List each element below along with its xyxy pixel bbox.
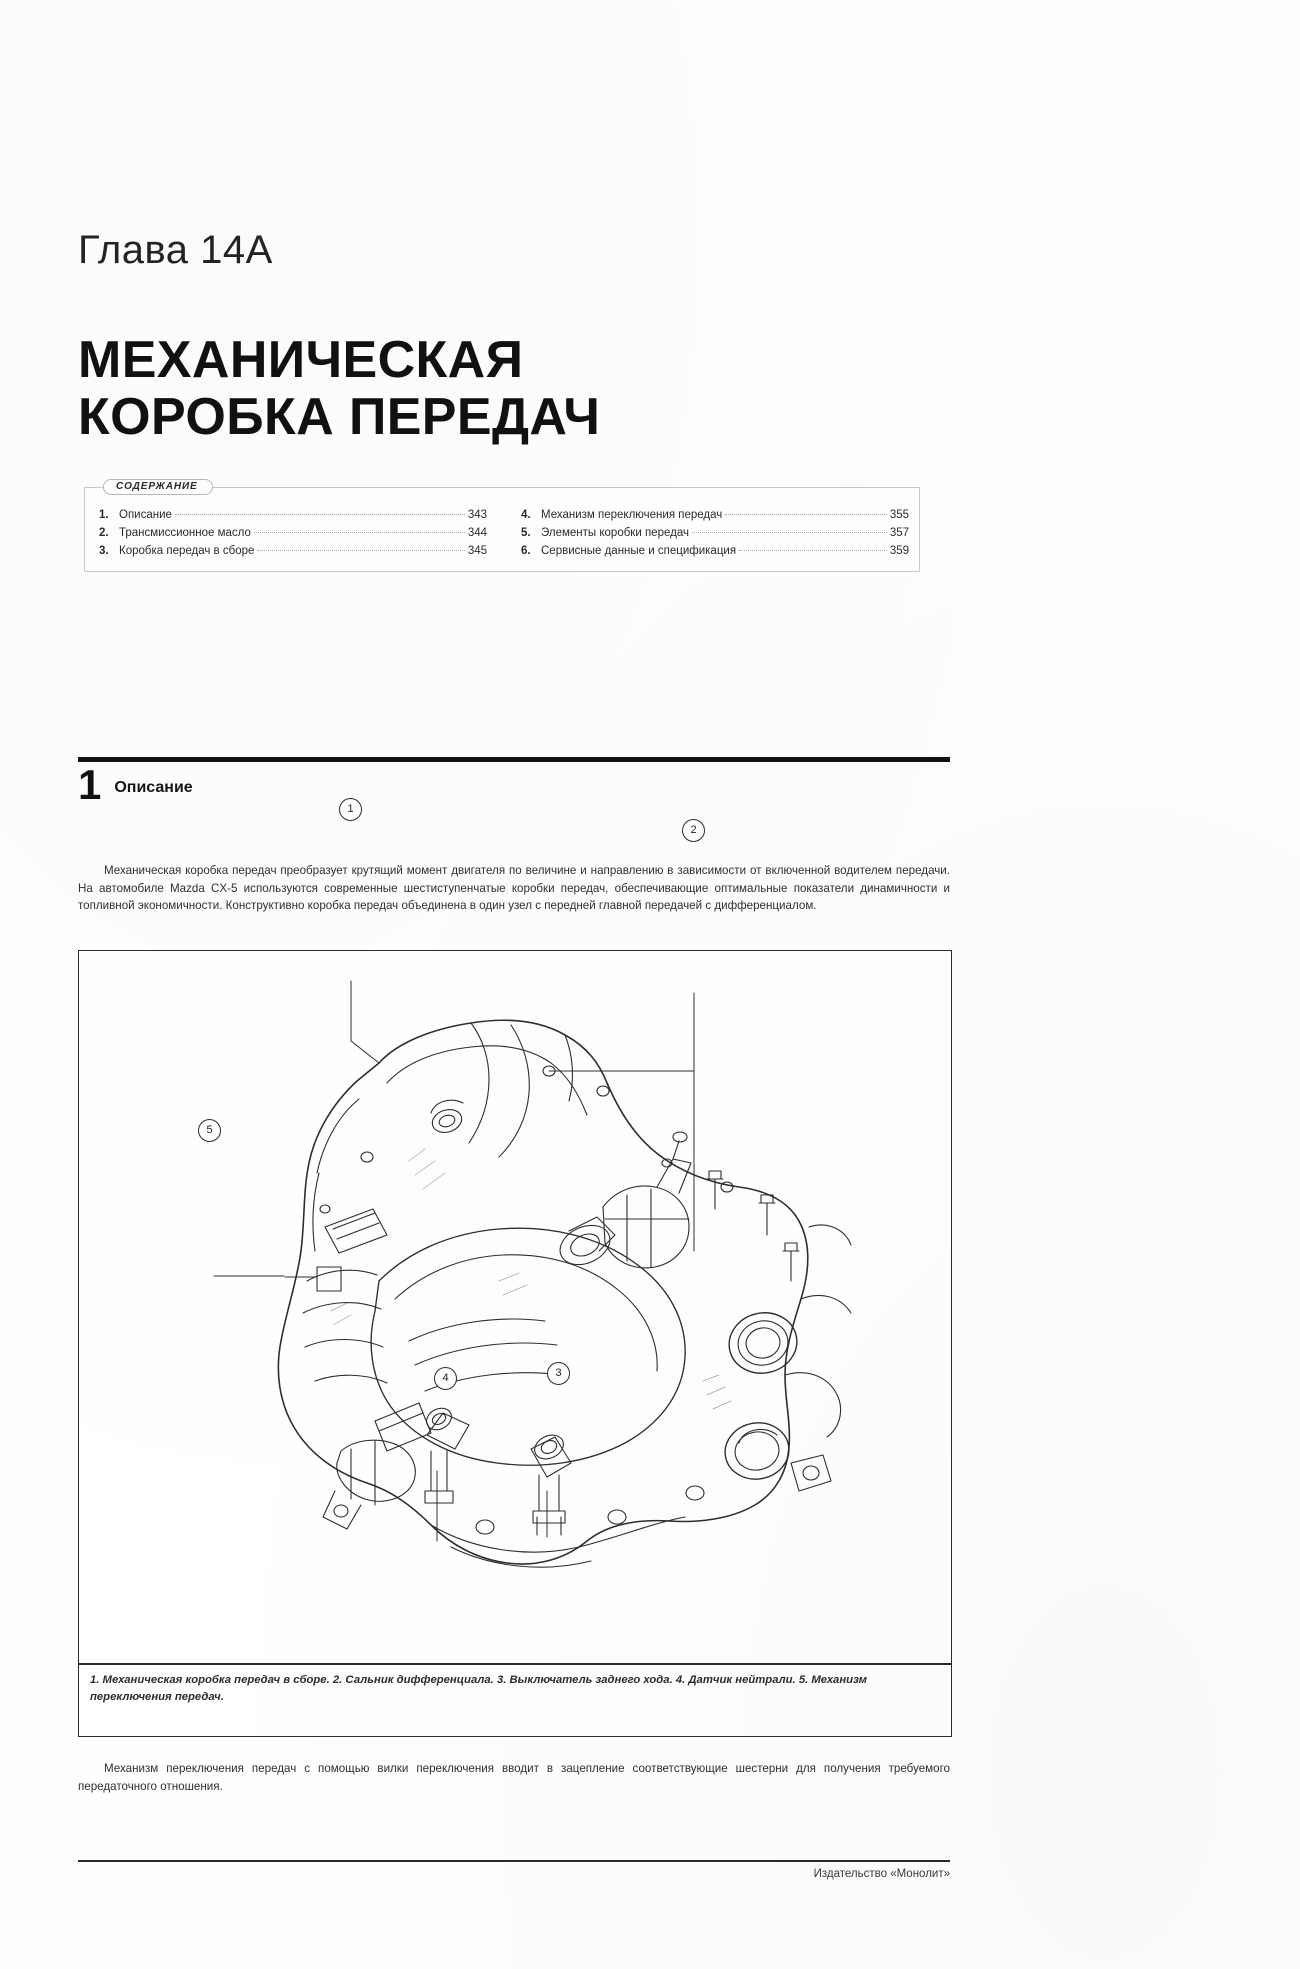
toc-entry-page: 345 — [467, 545, 487, 557]
toc-entry[interactable]: 2. Трансмиссионное масло 344 — [99, 524, 487, 542]
toc-columns: 1. Описание 343 2. Трансмиссионное масло… — [99, 506, 909, 560]
toc-leader-dots — [257, 550, 465, 551]
section-title: Описание — [114, 779, 193, 796]
toc-badge-label: СОДЕРЖАНИЕ — [103, 479, 213, 495]
figure-caption: 1. Механическая коробка передач в сборе.… — [90, 1674, 868, 1703]
toc-entry-label: Сервисные данные и спецификация — [541, 545, 737, 557]
toc-entry[interactable]: 4. Механизм переключения передач 355 — [521, 506, 909, 524]
toc-entry-number: 3. — [99, 545, 109, 557]
figure-callout-4: 4 — [434, 1367, 457, 1390]
toc-entry-number: 1. — [99, 509, 109, 521]
figure-transmission-assembly: 1. Механическая коробка передач в сборе.… — [78, 950, 952, 1737]
section-divider — [78, 757, 950, 762]
toc-entry-page: 357 — [889, 527, 909, 539]
footer-publisher: Издательство «Монолит» — [813, 1868, 950, 1880]
toc-entry-number: 4. — [521, 509, 531, 521]
toc-leader-dots — [174, 514, 465, 515]
section-head: 1 Описание — [78, 761, 950, 808]
toc-entry-label: Коробка передач в сборе — [119, 545, 255, 557]
toc-column-right: 4. Механизм переключения передач 355 5. … — [521, 506, 909, 560]
page-title: МЕХАНИЧЕСКАЯ КОРОБКА ПЕРЕДАЧ — [78, 332, 918, 446]
chapter-label: Глава 14А — [78, 228, 273, 272]
section-heading: 1 Описание — [78, 757, 950, 808]
figure-callout-5: 5 — [198, 1119, 221, 1142]
toc-entry-number: 2. — [99, 527, 109, 539]
toc-box: СОДЕРЖАНИЕ 1. Описание 343 2. Трансмисси… — [84, 479, 920, 572]
figure-callout-2: 2 — [682, 819, 705, 842]
toc-entry-label: Механизм переключения передач — [541, 509, 723, 521]
toc-leader-dots — [739, 550, 887, 551]
toc-entry-page: 344 — [467, 527, 487, 539]
toc-entry-label: Описание — [119, 509, 172, 521]
toc-entry[interactable]: 6. Сервисные данные и спецификация 359 — [521, 542, 909, 560]
footer-divider — [78, 1860, 950, 1862]
figure-caption-divider — [79, 1663, 951, 1665]
figure-illustration — [79, 951, 951, 1666]
closing-paragraph: Механизм переключения передач с помощью … — [78, 1762, 950, 1793]
toc-entry[interactable]: 5. Элементы коробки передач 357 — [521, 524, 909, 542]
table-of-contents: СОДЕРЖАНИЕ 1. Описание 343 2. Трансмисси… — [84, 479, 920, 572]
toc-entry-page: 343 — [467, 509, 487, 521]
figure-callout-3: 3 — [547, 1362, 570, 1385]
toc-entry-number: 6. — [521, 545, 531, 557]
toc-entry-label: Трансмиссионное масло — [119, 527, 251, 539]
toc-column-left: 1. Описание 343 2. Трансмиссионное масло… — [99, 506, 487, 560]
toc-entry-number: 5. — [521, 527, 531, 539]
toc-leader-dots — [725, 514, 887, 515]
toc-entry-page: 359 — [889, 545, 909, 557]
section-number: 1 — [78, 761, 102, 808]
toc-entry-page: 355 — [889, 509, 909, 521]
toc-leader-dots — [691, 532, 887, 533]
page-title-line-2: КОРОБКА ПЕРЕДАЧ — [78, 388, 601, 446]
toc-entry-label: Элементы коробки передач — [541, 527, 689, 539]
page-title-line-1: МЕХАНИЧЕСКАЯ — [78, 331, 524, 389]
toc-entry[interactable]: 1. Описание 343 — [99, 506, 487, 524]
toc-leader-dots — [253, 532, 465, 533]
figure-callout-1: 1 — [339, 798, 362, 821]
toc-entry[interactable]: 3. Коробка передач в сборе 345 — [99, 542, 487, 560]
body-paragraph: Механическая коробка передач преобразует… — [78, 864, 950, 912]
